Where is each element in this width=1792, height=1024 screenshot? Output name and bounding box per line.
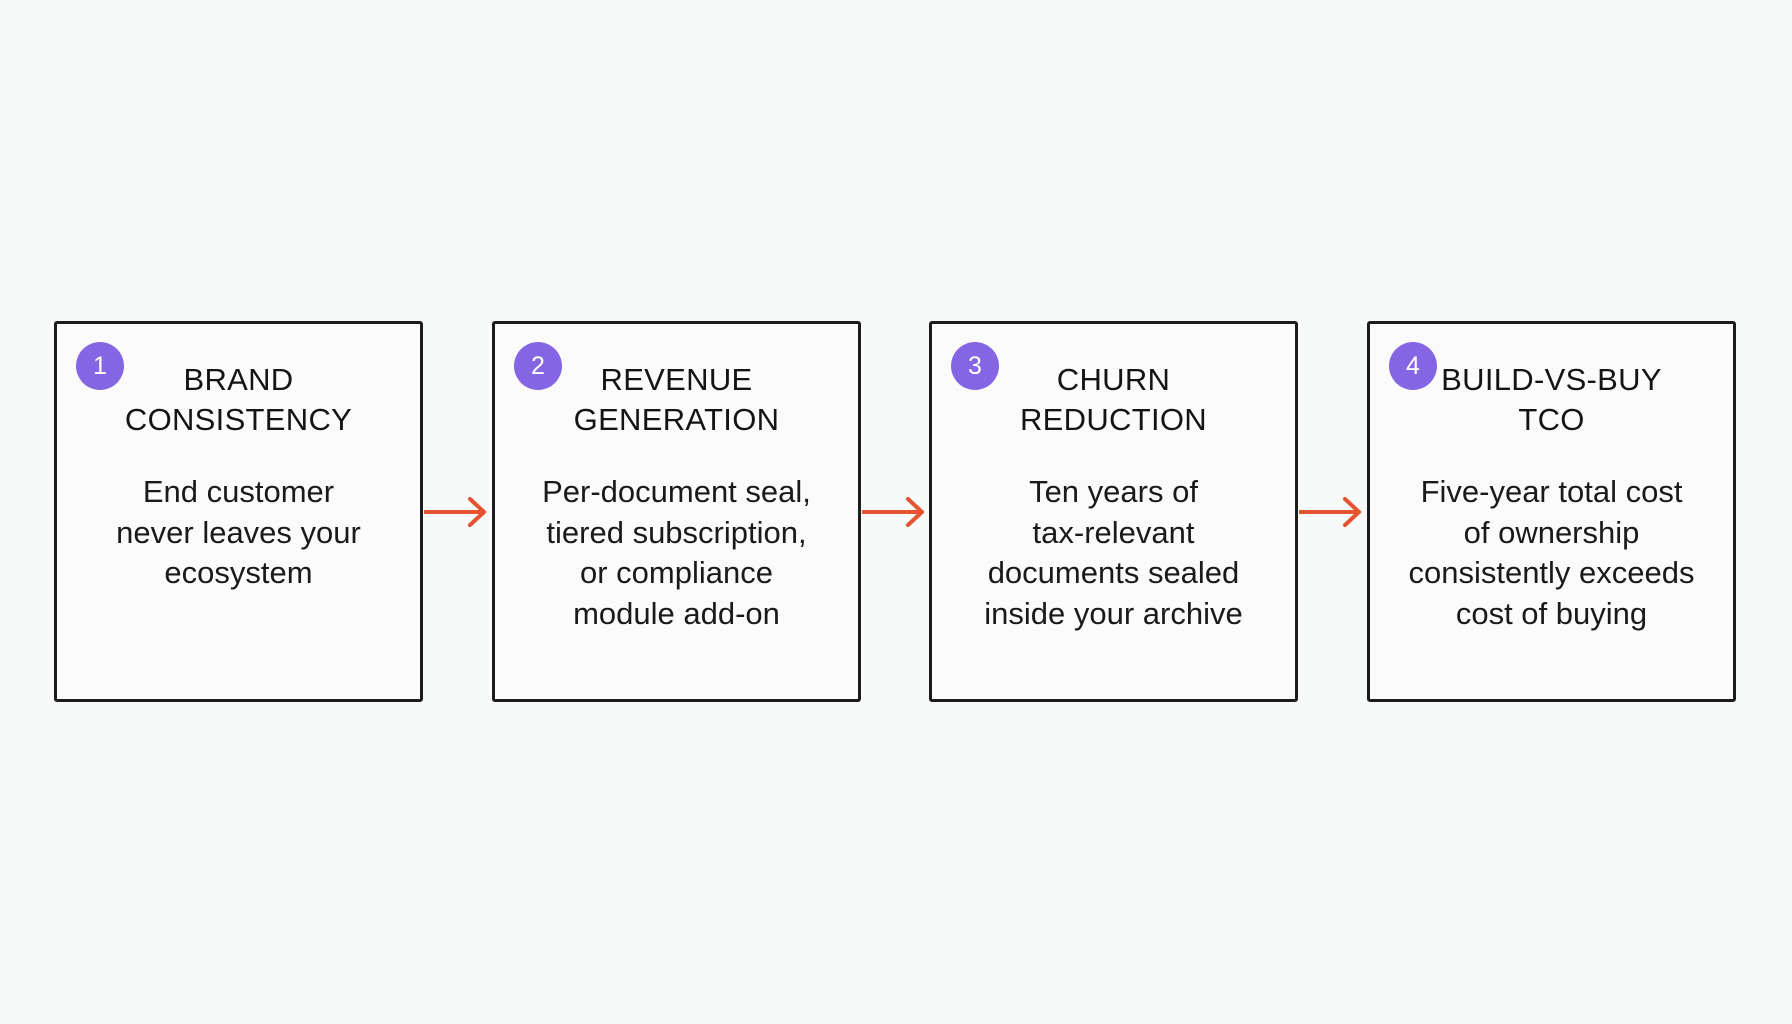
right-arrow-icon [862,497,924,527]
step-description: Five-year total cost of ownership consis… [1408,474,1695,631]
step-number-badge: 4 [1389,342,1437,390]
step-title: CHURN REDUCTION [1020,362,1207,437]
step-description: Per-document seal, tiered subscription, … [542,474,811,631]
step-card-build-vs-buy-tco: 4 BUILD-VS-BUY TCO Five-year total cost … [1367,321,1736,702]
step-number-badge: 1 [76,342,124,390]
step-title: BUILD-VS-BUY TCO [1441,362,1662,437]
step-description: End customer never leaves your ecosystem [116,474,361,590]
step-title: REVENUE GENERATION [573,362,780,437]
step-card-brand-consistency: 1 BRAND CONSISTENCY End customer never l… [54,321,423,702]
right-arrow-icon [1299,497,1361,527]
step-number-badge: 2 [514,342,562,390]
step-title: BRAND CONSISTENCY [124,362,353,437]
right-arrow-icon [424,497,486,527]
step-card-churn-reduction: 3 CHURN REDUCTION Ten years of tax-relev… [929,321,1298,702]
step-number-badge: 3 [951,342,999,390]
step-card-revenue-generation: 2 REVENUE GENERATION Per-document seal, … [492,321,861,702]
step-description: Ten years of tax-relevant documents seal… [984,474,1243,631]
